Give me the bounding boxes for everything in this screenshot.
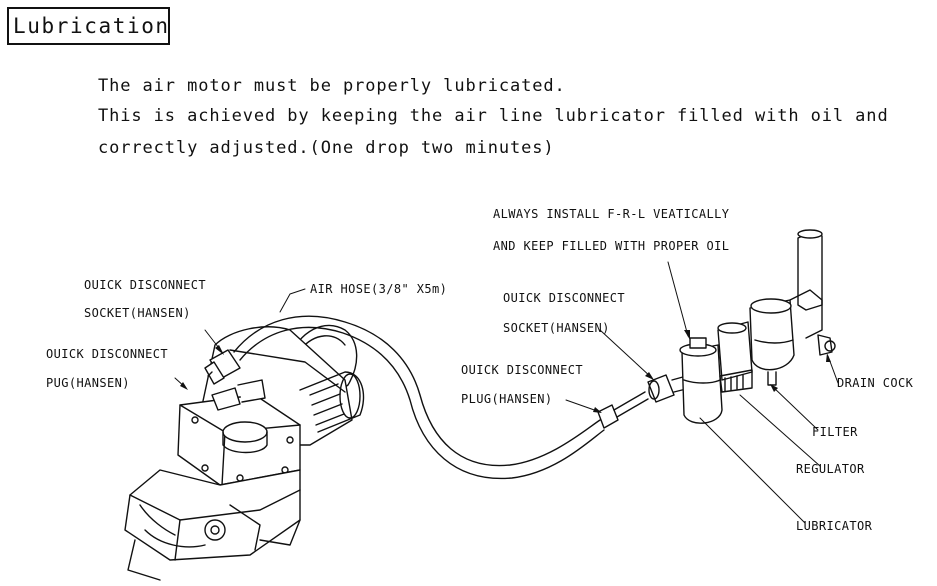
right-quick-disconnect-plug xyxy=(597,391,649,429)
label-plug-left-line1: OUICK DISCONNECT xyxy=(46,347,168,361)
label-filter: FILTER xyxy=(812,425,858,439)
left-quick-disconnect xyxy=(204,349,241,385)
label-socket-right-line1: OUICK DISCONNECT xyxy=(503,291,625,305)
section-title: Lubrication xyxy=(7,7,170,45)
label-install-line1: ALWAYS INSTALL F-R-L VEATICALLY xyxy=(493,207,730,221)
label-plug-right-line1: OUICK DISCONNECT xyxy=(461,363,583,377)
label-install-line2: AND KEEP FILLED WITH PROPER OIL xyxy=(493,239,730,253)
label-plug-right-line2: PLUG(HANSEN) xyxy=(461,392,553,406)
label-plug-left-line2: PUG(HANSEN) xyxy=(46,376,130,390)
intro-line-1: The air motor must be properly lubricate… xyxy=(98,76,566,96)
strapping-tool-drawing xyxy=(124,324,365,581)
label-drain-cock: DRAIN COCK xyxy=(837,376,914,390)
air-hose-drawing xyxy=(233,315,605,480)
frl-unit-drawing xyxy=(679,229,836,424)
arrow-heads xyxy=(180,330,831,413)
label-socket-left-line2: SOCKET(HANSEN) xyxy=(84,306,191,320)
label-socket-right-line2: SOCKET(HANSEN) xyxy=(503,321,610,335)
intro-line-3: correctly adjusted.(One drop two minutes… xyxy=(98,138,555,158)
label-socket-left-line1: OUICK DISCONNECT xyxy=(84,278,206,292)
label-lubricator: LUBRICATOR xyxy=(796,519,873,533)
label-air-hose: AIR HOSE(3/8" X5m) xyxy=(310,282,448,296)
label-regulator: REGULATOR xyxy=(796,462,865,476)
intro-line-2: This is achieved by keeping the air line… xyxy=(98,106,889,126)
